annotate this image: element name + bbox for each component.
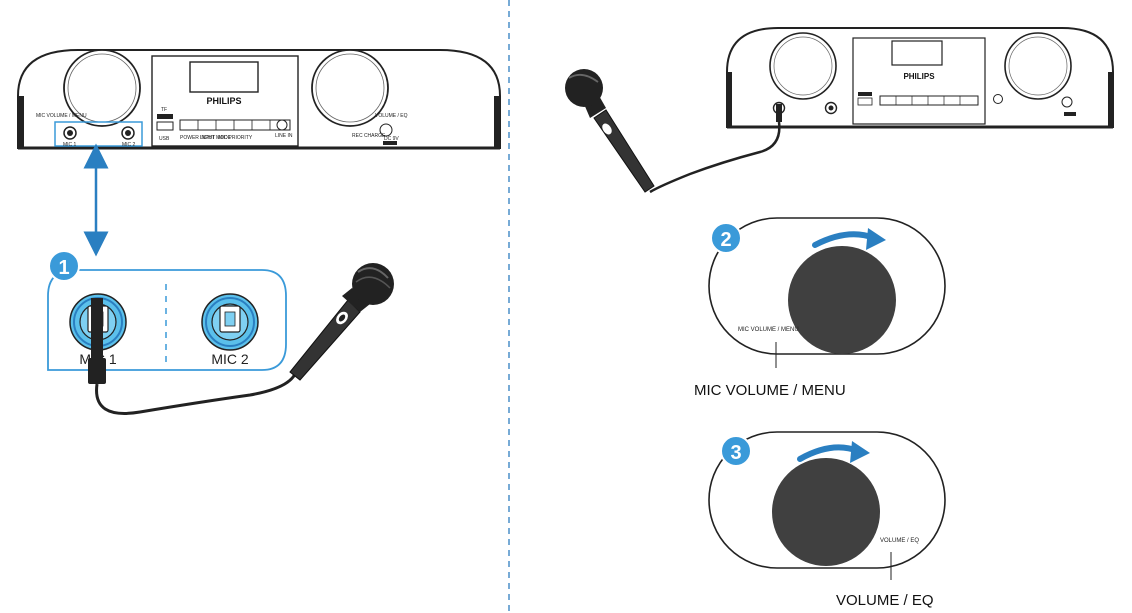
brand-logo: PHILIPS [206, 96, 241, 106]
step-3-badge [720, 435, 752, 467]
device-usb-label: USB [159, 136, 170, 142]
step-3-number: 3 [730, 442, 741, 464]
mic2-label: MIC 2 [211, 351, 249, 367]
mic-cable [95, 371, 298, 415]
step-1-number: 1 [58, 257, 69, 279]
volume-eq-knob [772, 458, 880, 566]
right-speaker-unit [726, 27, 1114, 129]
device-dc-in-label: DC 9V [384, 136, 399, 142]
device-mic-priority-label: MIC PRIORITY [218, 135, 253, 141]
step-2-badge [710, 222, 742, 254]
device-power-input-label: POWER INPUT [180, 135, 215, 141]
device-mic-volume-label: MIC VOLUME / MENU [36, 113, 87, 119]
brand-logo-right: PHILIPS [903, 72, 935, 81]
device-light-mode-label: LIGHT MODE [200, 135, 232, 141]
step-2-caption: MIC VOLUME / MENU [694, 382, 846, 399]
device-volume-eq-label: VOLUME / EQ [375, 113, 408, 119]
microphone-icon [289, 263, 394, 381]
right-microphone-icon [565, 69, 655, 193]
step-2-number: 2 [720, 229, 731, 251]
left-speaker-unit [17, 49, 501, 150]
mic-plug [91, 298, 103, 358]
device-mic1-label: MIC 1 [63, 142, 77, 148]
step-3-caption: VOLUME / EQ [836, 592, 934, 609]
device-tf-label: TF [161, 107, 167, 113]
device-mic2-label: MIC 2 [122, 142, 136, 148]
mic-volume-knob [788, 246, 896, 354]
device-line-in-label: LINE IN [275, 133, 293, 139]
step-2-inner-label: MIC VOLUME / MENU [738, 327, 799, 333]
mic2-jack [201, 293, 259, 351]
step-3-inner-label: VOLUME / EQ [880, 538, 919, 544]
step-1-badge [48, 250, 80, 282]
device-rec-charge-label: REC CHARGE [352, 133, 386, 139]
right-mic-cable [649, 121, 781, 194]
